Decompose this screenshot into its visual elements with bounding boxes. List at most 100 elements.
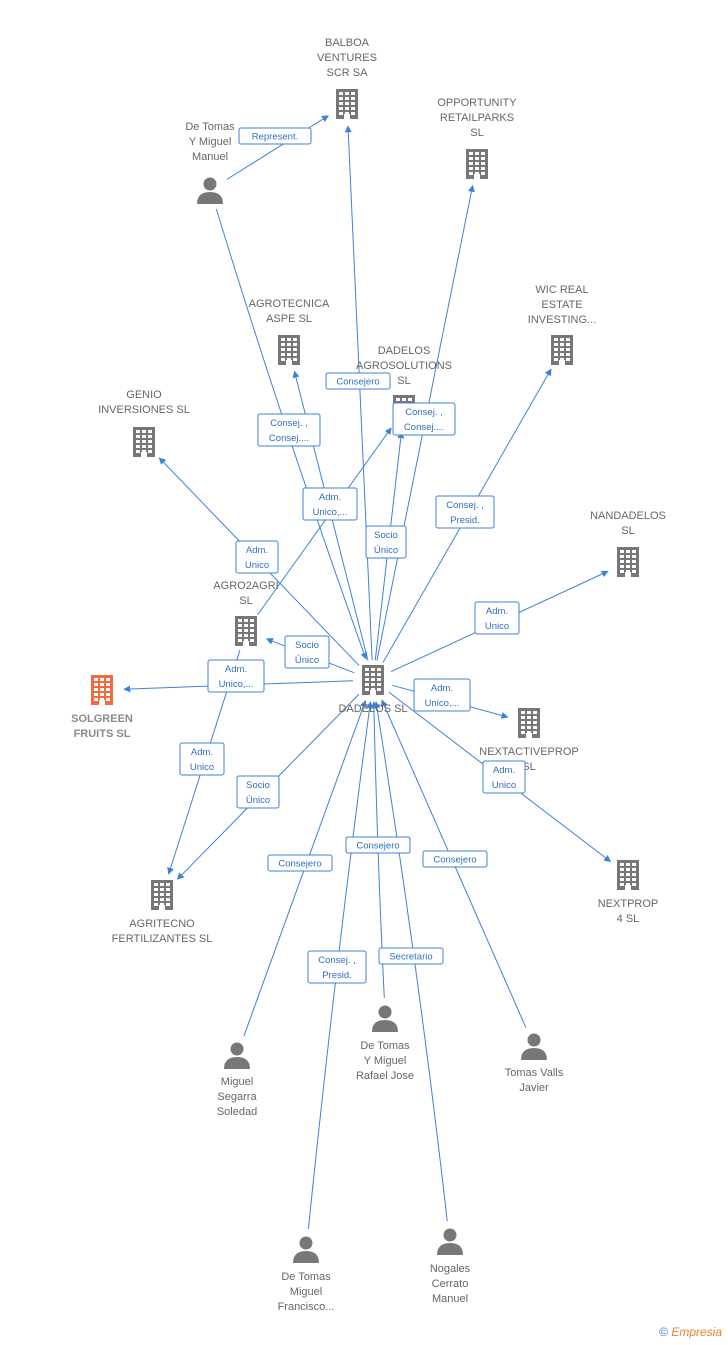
- edge-label-p_tomas_manuel-balboa: Represent.: [238, 127, 312, 145]
- node-label-p_tomas_manuel: Y Miguel: [189, 136, 232, 148]
- node-label-p_segarra: Segarra: [217, 1091, 257, 1103]
- edge-label-dadelos-nextprop4: Adm. Unico: [482, 760, 526, 794]
- edge-label-text: Consejero: [336, 377, 379, 388]
- node-label-nextactive: NEXTACTIVEPROP: [479, 746, 578, 758]
- node-p_francisco[interactable]: De TomasMiguelFrancisco...: [278, 1236, 335, 1314]
- node-label-balboa: VENTURES: [317, 52, 377, 64]
- edge-label-text: Adm.: [493, 765, 515, 776]
- edge-label-text: Único: [246, 795, 270, 806]
- node-label-p_nogales: Nogales: [430, 1263, 471, 1275]
- node-wic[interactable]: WIC REALESTATEINVESTING...: [528, 284, 596, 365]
- edge-label-dadelos-solgreen: Adm.Unico,...: [207, 659, 265, 693]
- node-label-p_nogales: Manuel: [432, 1293, 468, 1305]
- node-label-opportunity: OPPORTUNITY: [437, 97, 517, 109]
- building-icon: [617, 860, 639, 890]
- edge-label-text: Consejero: [433, 855, 476, 866]
- node-label-p_francisco: Miguel: [290, 1286, 322, 1298]
- edge-label-text: Unico: [190, 762, 214, 773]
- node-label-p_rafael: Rafael Jose: [356, 1070, 414, 1082]
- node-label-p_francisco: De Tomas: [281, 1271, 331, 1283]
- edge-label-text: Único: [374, 545, 398, 556]
- building-icon: [336, 89, 358, 119]
- node-label-p_segarra: Miguel: [221, 1076, 253, 1088]
- node-label-agritecno: FERTILIZANTES SL: [112, 933, 213, 945]
- node-nextprop4[interactable]: NEXTPROP 4 SL: [598, 860, 659, 925]
- person-icon: [437, 1228, 463, 1255]
- edge-label-text: Adm.: [246, 545, 268, 556]
- edge-label-text: Consej. ,: [446, 500, 484, 511]
- node-label-dadelos_agro: SL: [397, 375, 410, 387]
- building-icon: [133, 427, 155, 457]
- edge-label-text: Consejero: [356, 841, 399, 852]
- node-label-nextprop4: 4 SL: [617, 913, 640, 925]
- node-label-opportunity: RETAILPARKS: [440, 112, 514, 124]
- node-label-p_francisco: Francisco...: [278, 1301, 335, 1313]
- node-label-wic: ESTATE: [541, 299, 582, 311]
- node-dadelos[interactable]: DADELOS SL: [338, 665, 408, 715]
- edge-label-dadelos-nandadelos: Adm.Unico: [474, 601, 520, 635]
- edge-label-text: Consejero: [278, 859, 321, 870]
- node-label-p_tomas_manuel: Manuel: [192, 151, 228, 163]
- edge-label-text: Presid.: [322, 970, 352, 981]
- node-label-opportunity: SL: [470, 127, 483, 139]
- building-icon: [362, 665, 384, 695]
- node-nextactive[interactable]: NEXTACTIVEPROP SL: [479, 708, 579, 773]
- edge-label-text: Adm.: [319, 492, 341, 503]
- node-label-balboa: SCR SA: [327, 67, 369, 79]
- building-icon: [278, 335, 300, 365]
- node-label-balboa: BALBOA: [325, 37, 370, 49]
- node-label-solgreen: FRUITS SL: [74, 728, 131, 740]
- edge-label-text: Unico: [492, 780, 516, 791]
- edge-label-text: Adm.: [486, 606, 508, 617]
- edge-label-text: Represent.: [252, 132, 298, 143]
- relation-edge-p_tomas_manuel-balboa: [226, 115, 329, 180]
- node-opportunity[interactable]: OPPORTUNITY RETAILPARKS SL: [437, 97, 517, 179]
- node-label-agrotecnica: ASPE SL: [266, 313, 312, 325]
- relation-edge-agro2agri-dadelos_agro: [257, 427, 392, 616]
- edge-label-dadelos-opportunity: Consej. ,Consej....: [392, 402, 456, 436]
- footer-credit[interactable]: © Empresia: [659, 1325, 722, 1339]
- nodes-layer: DADELOS SL BALBOA VENTURES SCR SA OPPORTUNIT…: [71, 37, 666, 1313]
- node-label-nextactive: SL: [522, 761, 535, 773]
- edge-label-text: Unico: [245, 560, 269, 571]
- node-label-dadelos_agro: DADELOS: [378, 345, 431, 357]
- node-balboa[interactable]: BALBOA VENTURES SCR SA: [317, 37, 377, 119]
- edge-label-text: Secretario: [389, 952, 432, 963]
- node-label-wic: WIC REAL: [535, 284, 588, 296]
- building-icon: [518, 708, 540, 738]
- building-icon: [91, 675, 113, 705]
- edge-label-text: Único: [295, 655, 319, 666]
- node-label-p_valls: Tomas Valls: [505, 1067, 564, 1079]
- edge-label-text: Adm.: [225, 664, 247, 675]
- node-label-nextprop4: NEXTPROP: [598, 898, 659, 910]
- edge-label-dadelos-balboa: Consejero: [325, 372, 391, 390]
- edge-label-p_segarra-dadelos: Consejero: [267, 854, 333, 872]
- node-label-genio: INVERSIONES SL: [98, 404, 190, 416]
- brand-logo-text: Empresia: [671, 1325, 722, 1339]
- edge-label-text: Adm.: [431, 683, 453, 694]
- edge-label-text: Unico,...: [313, 507, 348, 518]
- node-label-p_nogales: Cerrato: [432, 1278, 469, 1290]
- edge-label-text: Consej. ,: [405, 407, 443, 418]
- building-icon: [551, 335, 573, 365]
- edge-label-dadelos-genio: Adm. Unico: [235, 540, 279, 574]
- building-icon: [235, 616, 257, 646]
- edge-label-text: Presid.: [450, 515, 480, 526]
- node-label-p_segarra: Soledad: [217, 1106, 257, 1118]
- edge-label-text: Socio: [246, 780, 270, 791]
